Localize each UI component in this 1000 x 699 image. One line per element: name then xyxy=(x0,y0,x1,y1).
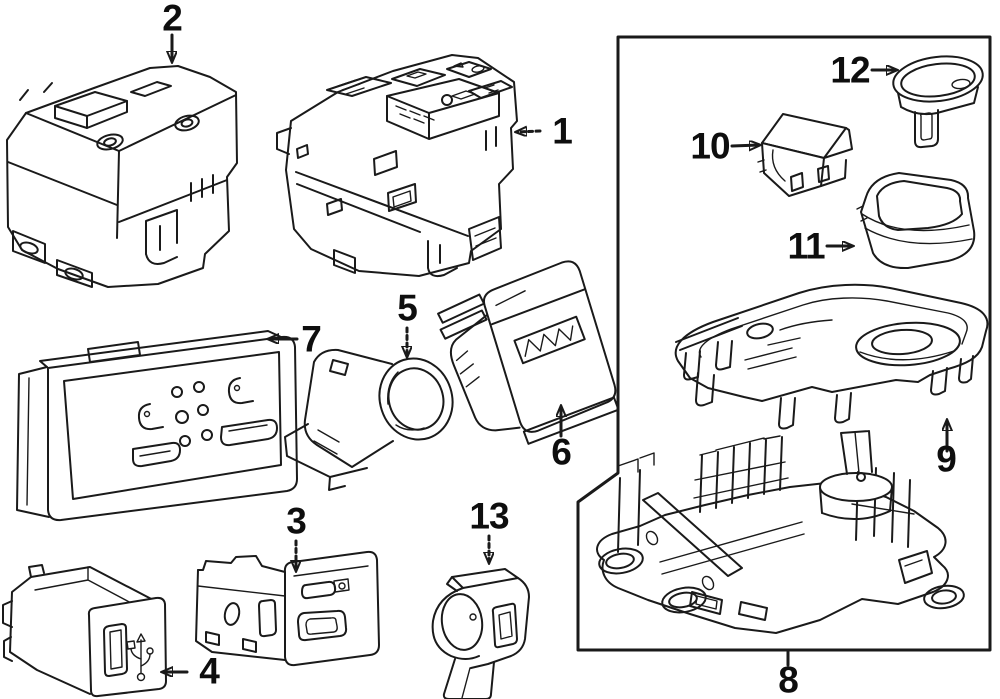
usb-icon xyxy=(126,633,154,682)
part-13-illustration xyxy=(431,568,530,699)
part-2-illustration xyxy=(6,65,238,288)
callout-10-label: 10 xyxy=(690,125,730,167)
part-12-illustration xyxy=(892,55,984,149)
part-8-illustration xyxy=(596,430,965,634)
callout-8-label: 8 xyxy=(778,659,799,699)
callout-12-label: 12 xyxy=(830,49,870,91)
callout-7-label: 7 xyxy=(301,318,322,360)
callout-5-label: 5 xyxy=(397,287,418,329)
callout-10-arrow xyxy=(730,145,759,146)
callout-13-label: 13 xyxy=(469,495,509,537)
callout-1-label: 1 xyxy=(552,110,573,152)
seat-icon xyxy=(227,377,254,405)
part-9-illustration xyxy=(674,283,989,430)
inset-panel-border xyxy=(576,35,992,652)
callout-11-label: 11 xyxy=(787,225,825,267)
part-7-illustration xyxy=(16,330,298,522)
callout-3-label: 3 xyxy=(286,500,307,542)
callout-arrows xyxy=(163,33,947,672)
seat-icon xyxy=(137,403,164,431)
part-10-illustration xyxy=(757,113,853,197)
callout-6-label: 6 xyxy=(551,431,572,473)
callout-1-arrow xyxy=(517,131,542,132)
key-icon xyxy=(301,578,350,600)
part-4-illustration xyxy=(2,564,167,698)
part-3-illustration xyxy=(195,550,380,667)
part-5-illustration xyxy=(284,348,454,491)
outlet-icon xyxy=(297,609,348,642)
callout-4-label: 4 xyxy=(199,650,220,692)
callout-2-label: 2 xyxy=(162,0,183,39)
part-6-illustration xyxy=(437,260,620,445)
tread-icon xyxy=(513,315,586,365)
part-11-illustration xyxy=(856,172,976,270)
part-1-illustration xyxy=(276,54,518,278)
callout-9-label: 9 xyxy=(936,438,957,480)
